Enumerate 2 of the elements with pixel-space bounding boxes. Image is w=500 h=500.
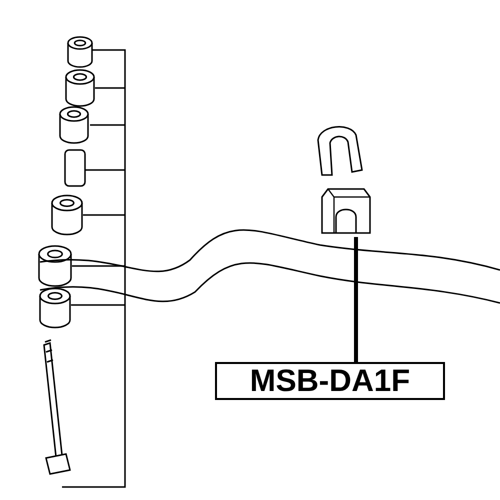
part-number-label: MSB-DA1F <box>215 362 445 400</box>
leader-line <box>354 237 358 362</box>
